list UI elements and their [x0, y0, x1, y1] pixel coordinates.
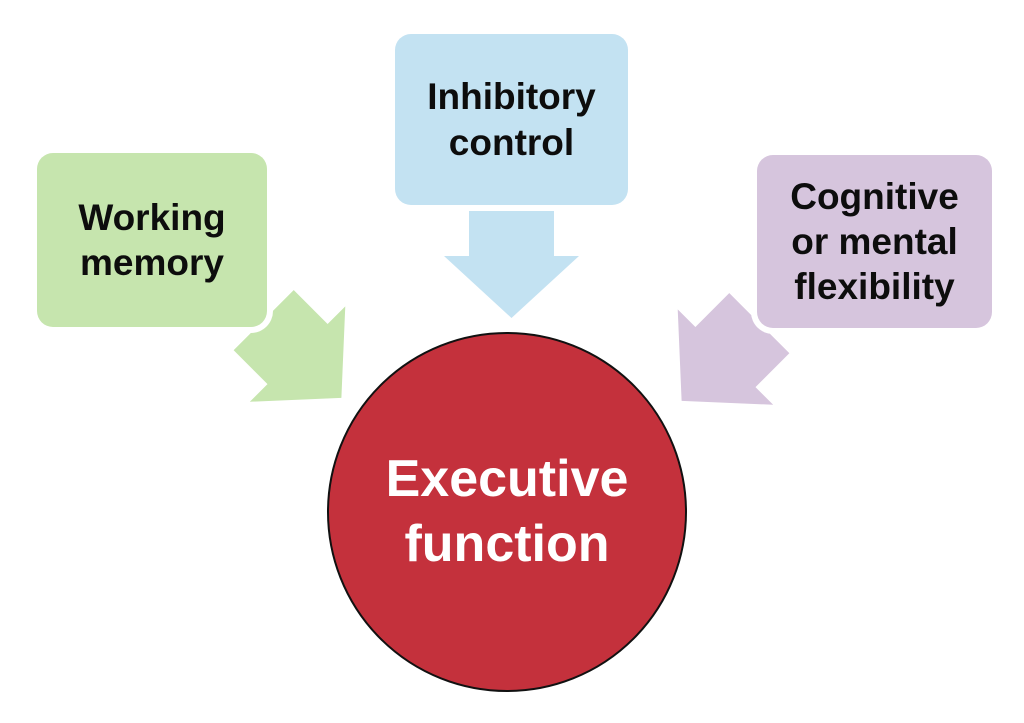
arrow-shape — [677, 293, 790, 405]
node-cognitive-flexibility: Cognitive or mental flexibility — [757, 155, 992, 328]
node-executive-function-label: Executive function — [385, 450, 629, 573]
arrow-inhibitory-control-to-center — [444, 208, 579, 318]
node-inhibitory-control: Inhibitory control — [395, 34, 628, 205]
node-working-memory: Working memory — [37, 153, 267, 327]
arrow-working-memory-to-center — [233, 290, 346, 402]
arrow-cognitive-flexibility-to-center — [677, 293, 790, 405]
arrow-shape — [233, 290, 346, 402]
arrow-shape — [444, 208, 579, 318]
node-executive-function: Executive function — [327, 332, 687, 692]
node-working-memory-label: Working memory — [78, 196, 226, 283]
node-inhibitory-control-label: Inhibitory control — [427, 76, 596, 163]
node-cognitive-flexibility-label: Cognitive or mental flexibility — [790, 175, 959, 308]
